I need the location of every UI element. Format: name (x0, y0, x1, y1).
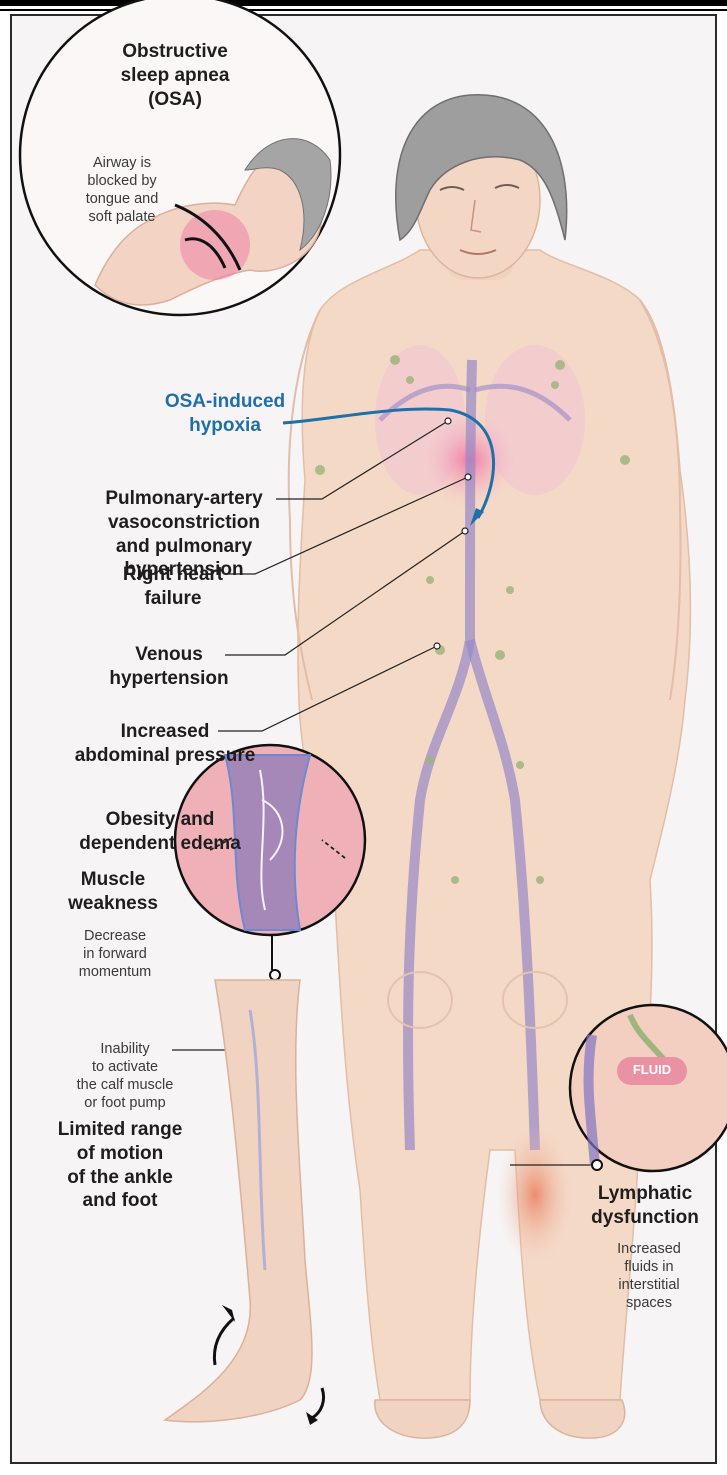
muscle-line1: Muscle (58, 868, 168, 892)
momentum-line3: momentum (70, 963, 160, 981)
venous-label: Venous hypertension (103, 643, 235, 691)
pulmonary-line1: Pulmonary-artery (88, 487, 280, 511)
inability-line2: to activate (66, 1058, 184, 1076)
hypoxia-line2: hypoxia (160, 414, 290, 438)
range-motion-line4: and foot (40, 1189, 200, 1213)
lymph-inset (570, 1005, 727, 1171)
inability-line1: Inability (66, 1040, 184, 1058)
muscle-label: Muscle weakness (58, 868, 168, 916)
fluids-label: Increased fluids in interstitial spaces (600, 1240, 698, 1313)
momentum-line2: in forward (70, 945, 160, 963)
osa-title: Obstructive sleep apnea (OSA) (95, 40, 255, 111)
osa-title-line1: Obstructive (95, 40, 255, 64)
venous-line2: hypertension (103, 667, 235, 691)
range-motion-line2: of motion (40, 1142, 200, 1166)
fluids-line2: fluids in (600, 1258, 698, 1276)
range-motion-line3: of the ankle (40, 1166, 200, 1190)
lymphatic-line2: dysfunction (580, 1206, 710, 1230)
inability-line3: the calf muscle (66, 1076, 184, 1094)
range-motion-label: Limited range of motion of the ankle and… (40, 1118, 200, 1213)
venous-line1: Venous (103, 643, 235, 667)
fluid-tag: FLUID (617, 1062, 687, 1078)
muscle-inset (175, 745, 365, 980)
fluids-line4: spaces (600, 1294, 698, 1312)
inability-line4: or foot pump (66, 1094, 184, 1112)
obesity-line2: dependent edema (65, 832, 255, 856)
abdominal-line2: abdominal pressure (60, 744, 270, 768)
airway-line4: soft palate (76, 208, 168, 226)
airway-line1: Airway is (76, 154, 168, 172)
fluids-line3: interstitial (600, 1276, 698, 1294)
inability-label: Inability to activate the calf muscle or… (66, 1040, 184, 1113)
right-heart-line1: Right heart (118, 563, 228, 587)
right-heart-label: Right heart failure (118, 563, 228, 611)
lymphatic-line1: Lymphatic (580, 1182, 710, 1206)
range-motion-line1: Limited range (40, 1118, 200, 1142)
airway-line2: blocked by (76, 172, 168, 190)
hypoxia-label: OSA-induced hypoxia (160, 390, 290, 438)
abdominal-label: Increased abdominal pressure (60, 720, 270, 768)
obesity-label: Obesity and dependent edema (65, 808, 255, 856)
airway-line3: tongue and (76, 190, 168, 208)
abdominal-line1: Increased (60, 720, 270, 744)
lymphatic-label: Lymphatic dysfunction (580, 1182, 710, 1230)
right-heart-line2: failure (118, 587, 228, 611)
pulmonary-line3: and pulmonary (88, 535, 280, 559)
airway-label: Airway is blocked by tongue and soft pal… (76, 154, 168, 227)
pulmonary-line2: vasoconstriction (88, 511, 280, 535)
muscle-line2: weakness (58, 892, 168, 916)
momentum-line1: Decrease (70, 927, 160, 945)
osa-title-line2: sleep apnea (OSA) (95, 64, 255, 112)
patient-body (289, 95, 691, 1438)
momentum-label: Decrease in forward momentum (70, 927, 160, 981)
hypoxia-line1: OSA-induced (160, 390, 290, 414)
fluids-line1: Increased (600, 1240, 698, 1258)
obesity-line1: Obesity and (65, 808, 255, 832)
